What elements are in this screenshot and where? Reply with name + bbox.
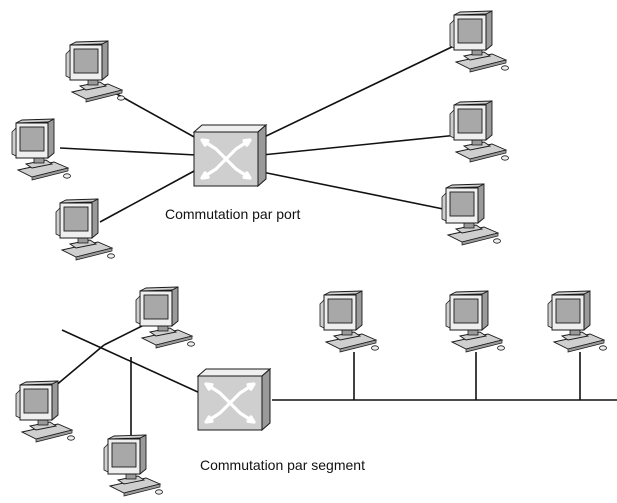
link-pc3-switch: [99, 169, 197, 223]
computer-icon: [445, 290, 505, 353]
computer-icon: [441, 183, 501, 246]
computer-icon: [135, 286, 195, 349]
link-switch-pc5: [261, 134, 459, 156]
computer-icon: [15, 380, 75, 443]
cable-links: [47, 43, 617, 455]
link-switch-pc6: [261, 171, 459, 213]
computer-icon: [65, 40, 125, 103]
switch-icon-port: [192, 123, 268, 188]
computer-icon: [11, 118, 71, 181]
segment-switching-label: Commutation par segment: [200, 457, 365, 473]
computer-icon: [55, 198, 115, 261]
computer-icon: [319, 290, 379, 353]
computer-icon: [449, 100, 509, 163]
port-switching-label: Commutation par port: [165, 206, 301, 222]
switch-icon-segment: [196, 367, 272, 432]
computer-icon: [103, 434, 163, 497]
link-switch-pc4: [261, 43, 459, 139]
computer-icon: [449, 10, 509, 73]
link-pc1-switch: [105, 87, 197, 139]
network-devices: [11, 10, 607, 497]
computer-icon: [547, 290, 607, 353]
link-pc2-switch: [59, 147, 197, 156]
